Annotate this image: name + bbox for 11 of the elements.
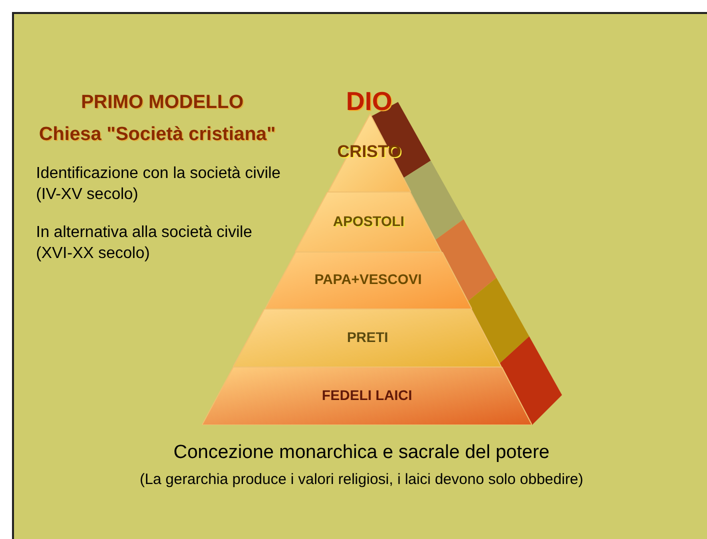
layer-label: PAPA+VESCOVI <box>313 271 423 288</box>
caption-heading: Concezione monarchica e sacrale del potere <box>172 442 550 464</box>
apex-label: DIO <box>346 86 392 117</box>
subheading: Chiesa "Società cristiana" <box>39 124 276 146</box>
heading: PRIMO MODELLO <box>81 92 244 114</box>
layer-label: FEDELI LAICI <box>320 386 414 403</box>
caption-note: (La gerarchia produce i valori religiosi, i laici devono solo obbedire) <box>138 471 584 488</box>
description-text: Identificazione con la società civile (IV-XV secolo) <box>36 164 282 205</box>
description-text: In alternativa alla società civile (XVI-XX secolo) <box>36 223 254 264</box>
layer-label: APOSTOLI <box>332 212 406 229</box>
layer-label: PRETI <box>346 328 390 345</box>
